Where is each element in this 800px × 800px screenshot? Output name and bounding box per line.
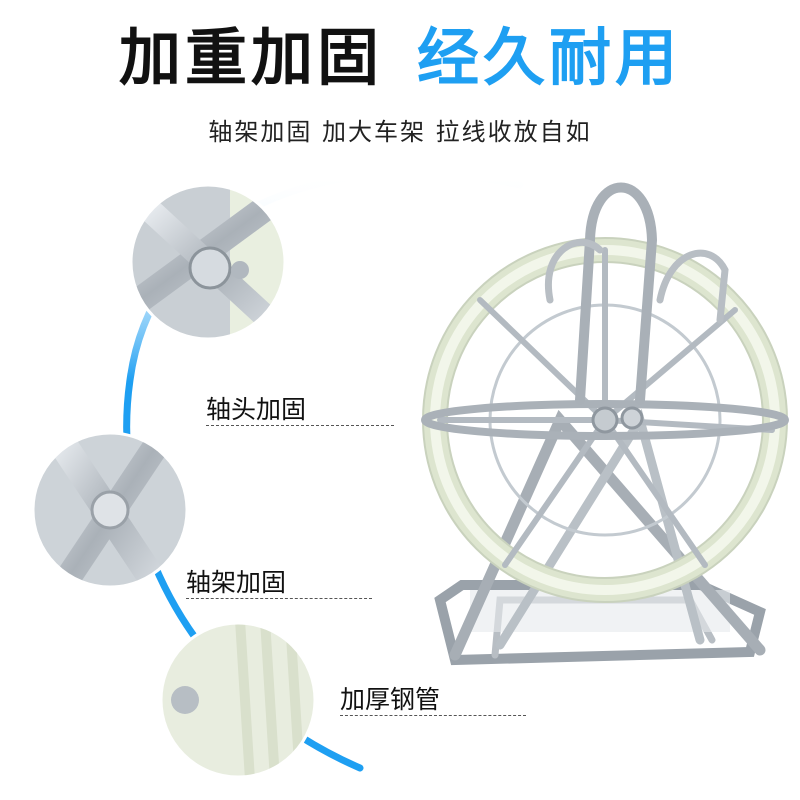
- headline: 加重加固经久耐用: [0, 18, 800, 98]
- headline-blue: 经久耐用: [417, 21, 682, 94]
- subtitle: 轴架加固 加大车架 拉线收放自如: [208, 118, 592, 146]
- detail-axle-frame: [33, 433, 187, 587]
- callout-label-1: 轴头加固: [206, 395, 307, 424]
- detail-frame-2: [31, 431, 189, 589]
- callout-label-3: 加厚钢管: [340, 685, 441, 714]
- callout-label-2: 轴架加固: [186, 568, 287, 597]
- detail-frame-3: [159, 621, 317, 779]
- callout-underline-3: [340, 715, 526, 716]
- cable-reel: [421, 182, 789, 666]
- headline-black: 加重加固: [118, 21, 383, 94]
- callout-underline-2: [186, 598, 372, 599]
- detail-frame-1: [129, 183, 287, 341]
- callout-underline-1: [206, 425, 394, 426]
